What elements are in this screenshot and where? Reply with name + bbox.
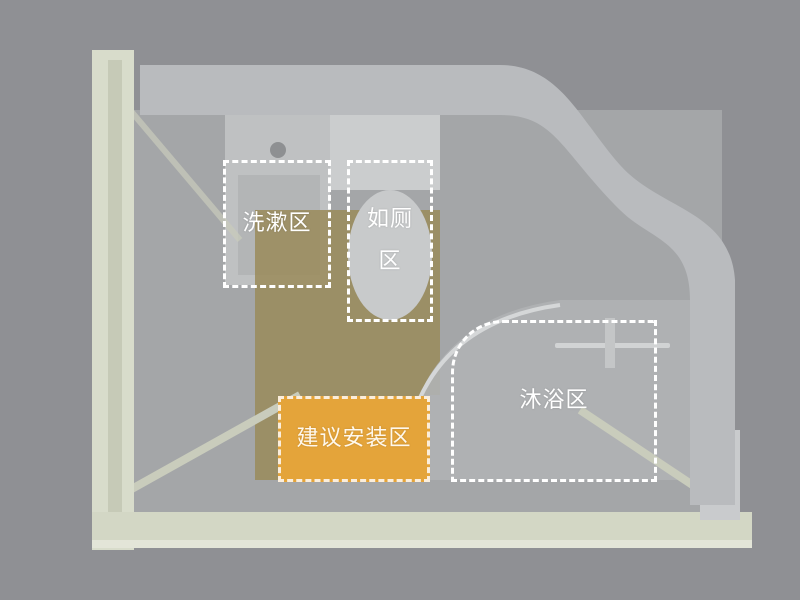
- install-zone-label: 建议安装区: [296, 426, 412, 452]
- toilet-zone: 如厕 区: [347, 160, 433, 322]
- shower-zone: 沐浴区: [451, 320, 657, 482]
- toilet-zone-label-line2: 区: [378, 249, 402, 274]
- faucet: [270, 142, 286, 158]
- toilet-zone-label-line1: 如厕: [366, 207, 413, 233]
- wash-zone: 洗漱区: [223, 160, 331, 288]
- toilet-bowl: [348, 190, 432, 320]
- shower-zone-label: 沐浴区: [519, 388, 589, 414]
- recommended-install-zone: 建议安装区: [278, 396, 430, 482]
- ceiling-band: [140, 65, 735, 505]
- wash-zone-label: 洗漱区: [242, 211, 312, 237]
